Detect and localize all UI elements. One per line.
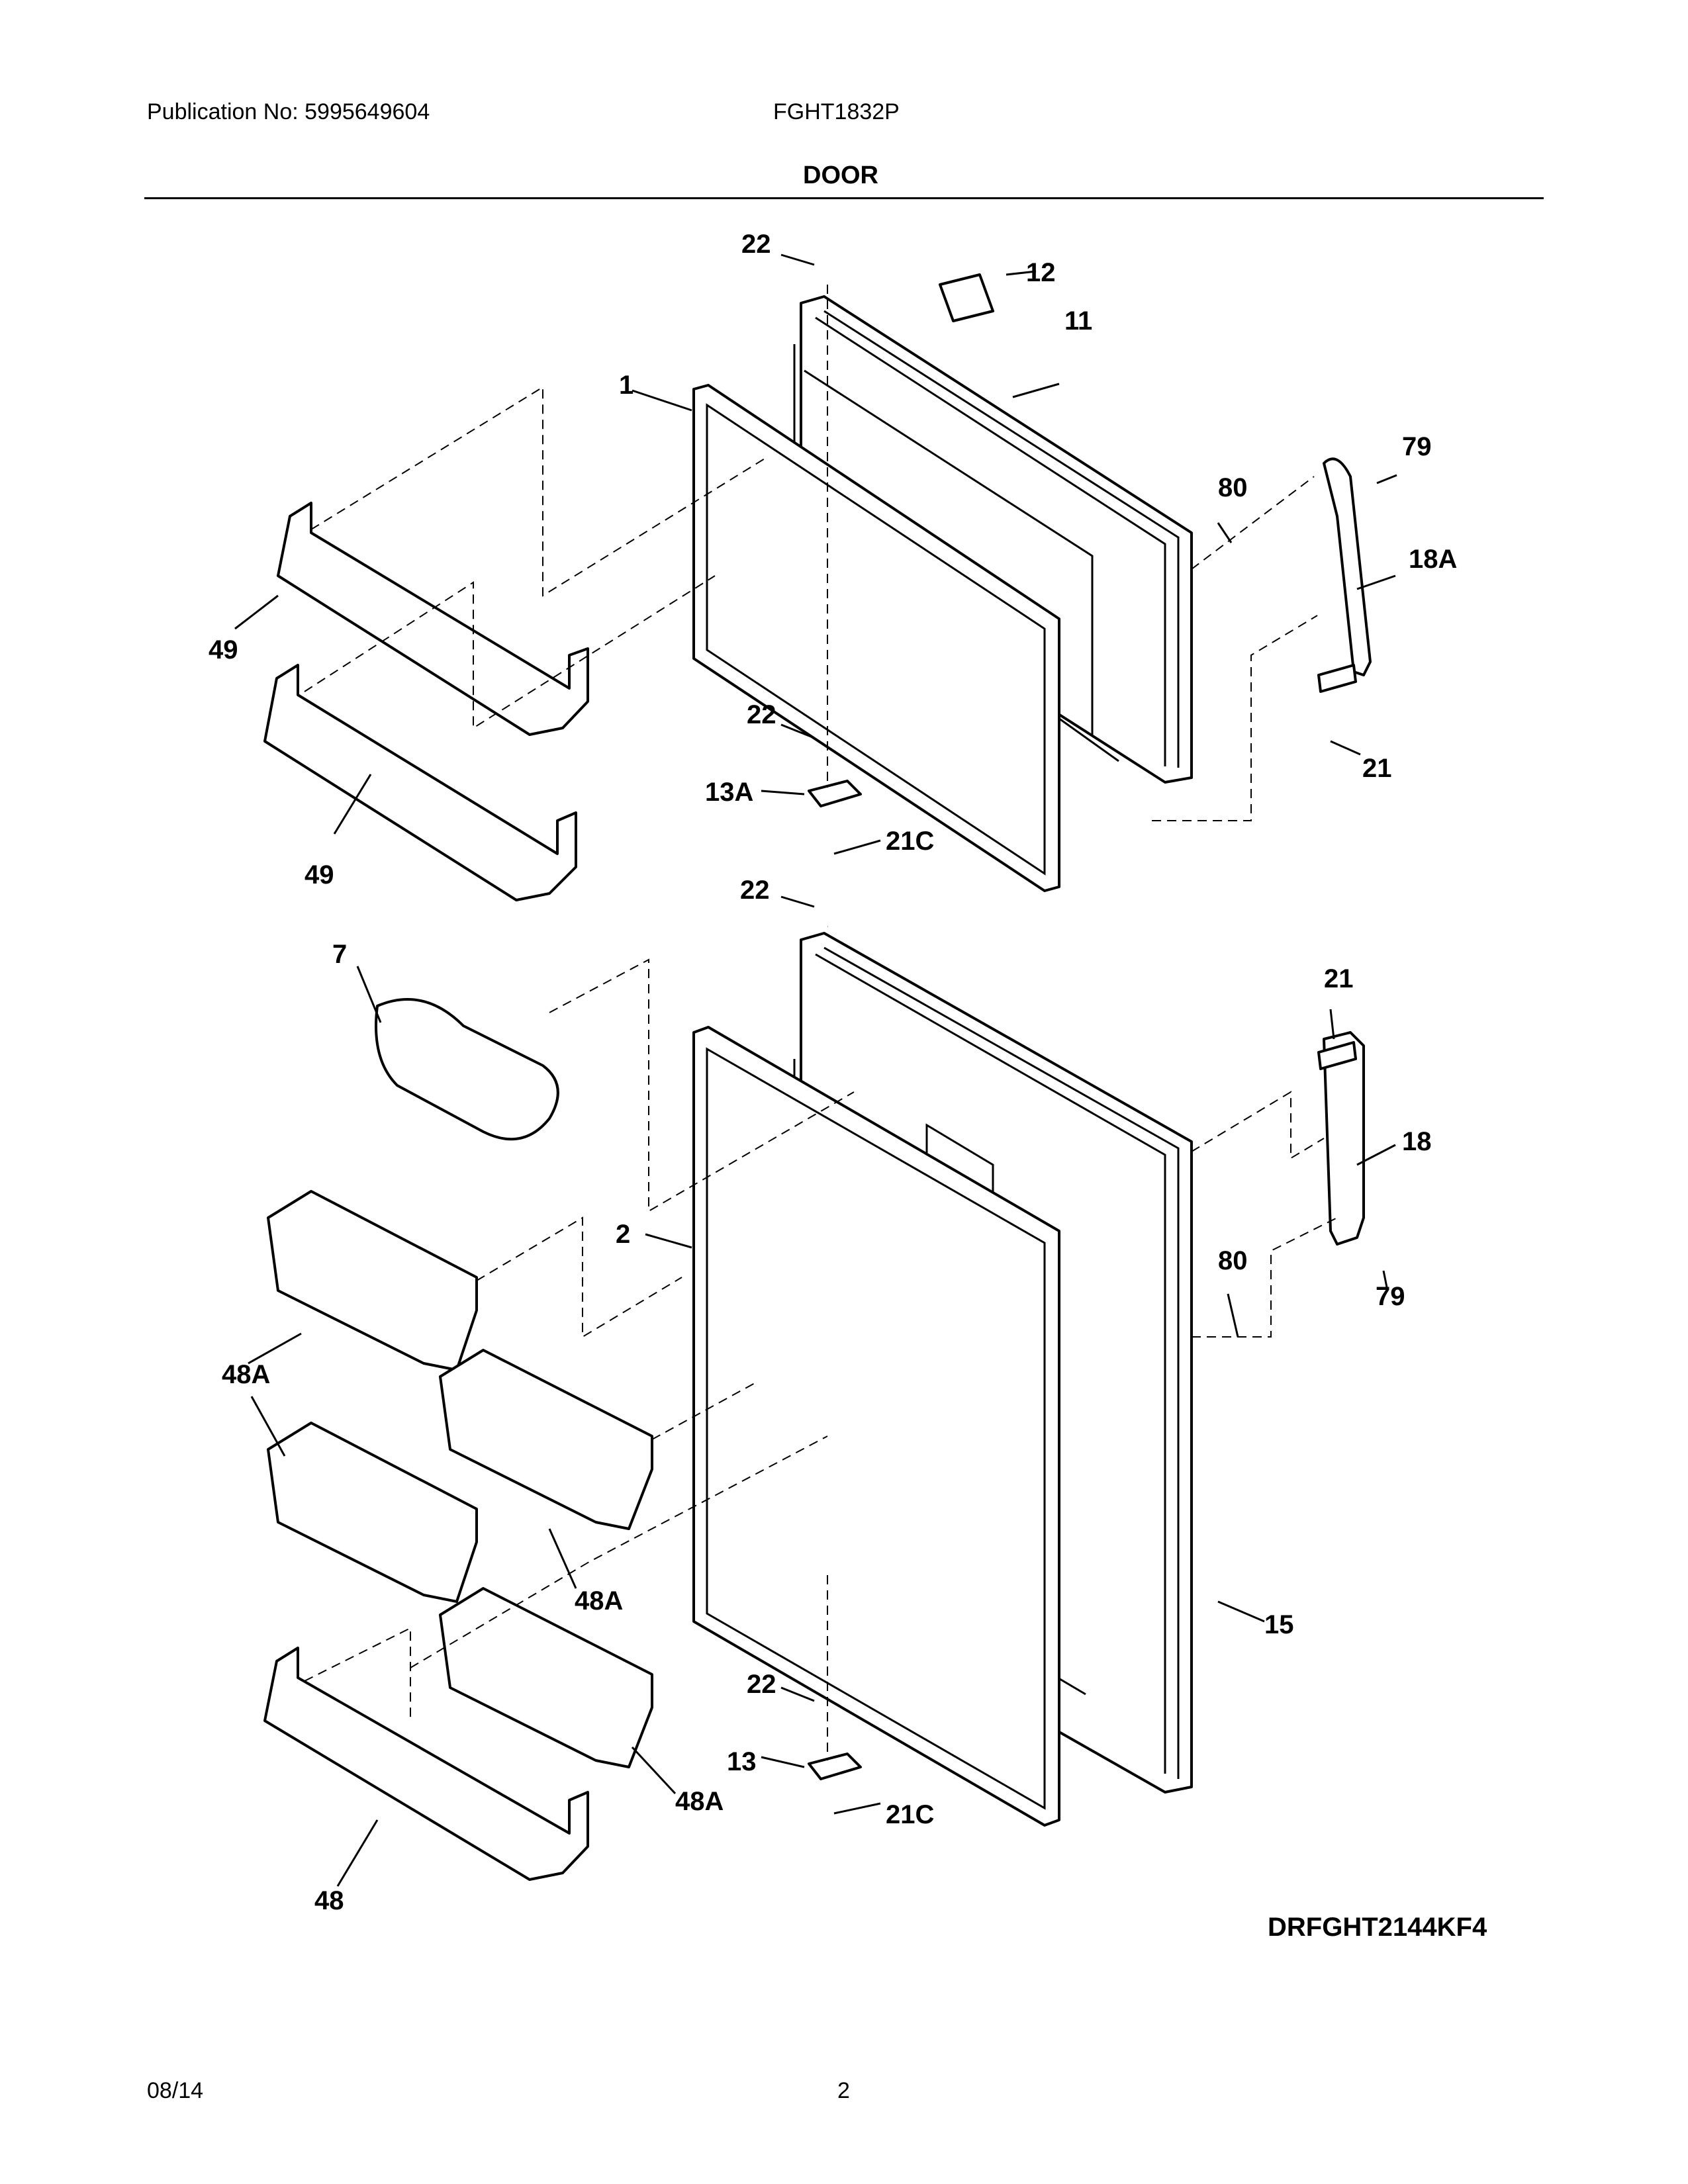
door-bin-48A-left [267,1422,478,1603]
callout-2: 2 [616,1220,630,1249]
fresh-food-handle [1317,1031,1365,1246]
callout-49-bottom: 49 [305,860,334,889]
model-number: FGHT1832P [773,99,900,124]
callout-21C-top: 21C [886,827,934,856]
callout-79-bottom: 79 [1376,1282,1405,1311]
callout-12: 12 [1026,258,1056,287]
callout-13: 13 [727,1747,757,1776]
callout-79-top: 79 [1402,432,1432,461]
door-bin-48A-bottom [439,1587,653,1768]
callout-7: 7 [332,940,347,969]
fresh-food-door-gasket [692,1026,1060,1827]
freezer-door-gasket [692,384,1060,892]
publication-number: Publication No: 5995649604 [147,99,430,124]
header-rule [144,197,1544,199]
drawing-code: DRFGHT2144KF4 [1268,1913,1487,1942]
fresh-food-hinge-13 [808,1752,862,1780]
callout-22-top: 22 [741,230,771,259]
callout-48A-bottom: 48A [675,1787,724,1816]
freezer-shelf-upper [277,502,589,736]
freezer-handle [1317,457,1372,693]
callout-22-bottom: 22 [747,1670,776,1699]
assembly-guide-lines [304,285,1338,1760]
door-bin-48A-middle [439,1349,653,1530]
door-shelf-48 [263,1647,589,1881]
section-title: DOOR [803,161,878,189]
callout-80-bottom: 80 [1218,1246,1248,1275]
callout-48A-left: 48A [222,1360,270,1389]
callout-48A-middle: 48A [575,1586,623,1615]
callout-22-lower: 22 [740,876,770,905]
callout-21-bottom: 21 [1324,964,1354,993]
callout-18A: 18A [1409,545,1457,574]
callout-18: 18 [1402,1127,1432,1156]
callout-13A: 13A [705,778,753,807]
callout-1: 1 [619,371,633,400]
callout-15: 15 [1264,1610,1294,1639]
freezer-hinge-13A [808,780,862,807]
callout-21-top: 21 [1362,754,1392,783]
callout-49-top: 49 [209,635,238,664]
callout-labels: 22 12 11 1 79 80 18A 49 22 13A 21C 21 49… [209,230,1457,1915]
door-bin-48A-top [267,1190,478,1371]
callout-leader-lines [234,253,1397,1887]
dairy-compartment [375,998,559,1141]
freezer-shelf-lower [263,664,577,901]
callout-11: 11 [1064,306,1092,336]
callout-22-mid: 22 [747,700,776,729]
callout-80-top: 80 [1218,473,1248,502]
trim-piece-12 [939,273,994,322]
callout-48: 48 [314,1886,344,1915]
footer-date: 08/14 [147,2078,204,2103]
callout-21C-bottom: 21C [886,1800,934,1829]
page-number: 2 [837,2078,850,2103]
